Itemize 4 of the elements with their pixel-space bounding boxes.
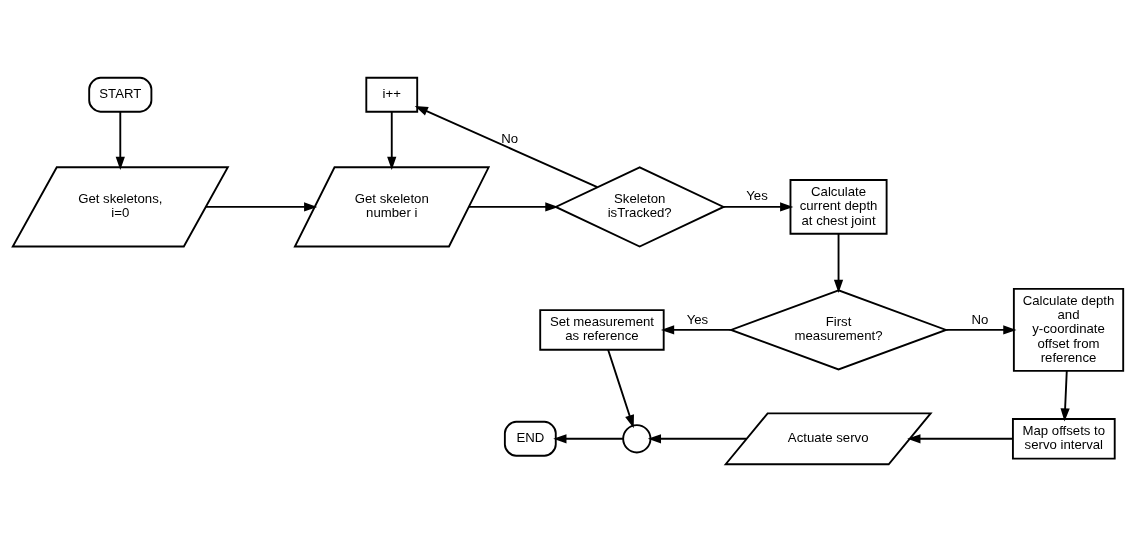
edge-label: Yes [686, 311, 709, 327]
edge-label: No [971, 311, 989, 327]
edge-label: Yes [746, 188, 768, 204]
edge-label: No [501, 131, 519, 146]
